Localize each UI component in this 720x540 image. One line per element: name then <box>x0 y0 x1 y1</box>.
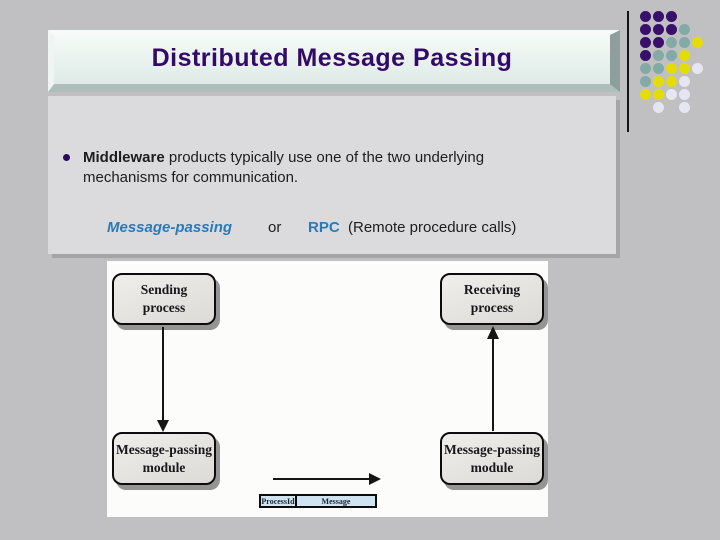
decoration-dot <box>665 75 677 87</box>
decoration-dot <box>678 49 690 61</box>
decoration-dot <box>665 23 677 35</box>
decoration-dot <box>639 23 651 35</box>
content-panel <box>48 96 616 254</box>
decoration-dot <box>665 49 677 61</box>
decoration-dot <box>652 10 664 22</box>
decoration-dot <box>652 36 664 48</box>
decoration-dot <box>652 49 664 61</box>
receiving-process-label-2: process <box>470 300 514 315</box>
receiving-process-box: Receiving process <box>440 273 544 325</box>
module-left-label-1: Message-passing <box>115 441 212 457</box>
message-passing-diagram: Sending process Receiving process Messag… <box>107 261 548 517</box>
sending-process-box: Sending process <box>112 273 216 325</box>
decoration-dot <box>639 10 651 22</box>
message-format-message-cell: Message <box>321 496 351 506</box>
decoration-dot <box>665 36 677 48</box>
decoration-dot <box>639 88 651 100</box>
option-rpc: RPC <box>308 219 340 236</box>
option-message-passing: Message-passing <box>107 219 233 236</box>
decoration-dot <box>639 62 651 74</box>
decoration-dot <box>678 101 690 113</box>
diagram-arrows <box>157 326 499 485</box>
bullet-line-2: mechanisms for communication. <box>83 169 299 186</box>
title-bar: Distributed Message Passing <box>48 30 620 92</box>
decoration-dot <box>665 62 677 74</box>
decoration-dot <box>665 88 677 100</box>
decoration-dot <box>652 75 664 87</box>
bullet-icon <box>63 154 70 161</box>
bullet-bold-word: Middleware <box>83 149 165 166</box>
message-passing-module-right-box: Message-passing module <box>440 432 544 485</box>
decoration-dot <box>652 23 664 35</box>
bullet-line-1: Middleware products typically use one of… <box>83 148 563 168</box>
decoration-dot <box>665 10 677 22</box>
decoration-dot <box>639 36 651 48</box>
decoration-dot <box>639 49 651 61</box>
slide-title: Distributed Message Passing <box>151 44 513 72</box>
bullet-paragraph: Middleware products typically use one of… <box>83 148 563 188</box>
receiving-process-label-1: Receiving <box>463 282 521 298</box>
module-left-label-2: module <box>142 459 186 475</box>
decoration-dot <box>678 75 690 87</box>
module-right-label-1: Message-passing <box>443 441 540 457</box>
option-connector: or <box>268 219 282 236</box>
decoration-dot <box>678 88 690 100</box>
decoration-dot <box>691 62 703 74</box>
bullet-line-1-rest: products typically use one of the two un… <box>164 149 485 166</box>
message-format-processid-cell: ProcessId <box>261 496 297 506</box>
sending-process-label-2: process <box>142 300 186 315</box>
decoration-dot <box>652 101 664 113</box>
decoration-dot <box>678 23 690 35</box>
decoration-vertical-line <box>627 11 629 132</box>
sending-process-label-1: Sending <box>140 282 188 298</box>
message-passing-module-left-box: Message-passing module <box>112 432 216 485</box>
decoration-dot <box>678 62 690 74</box>
message-format-table: ProcessId Message <box>259 494 377 508</box>
decoration-dot <box>691 36 703 48</box>
option-rpc-detail: (Remote procedure calls) <box>348 219 517 236</box>
module-right-label-2: module <box>470 459 514 475</box>
decoration-dot <box>652 62 664 74</box>
decoration-dot <box>678 36 690 48</box>
decoration-dot <box>652 88 664 100</box>
decoration-dot <box>639 75 651 87</box>
